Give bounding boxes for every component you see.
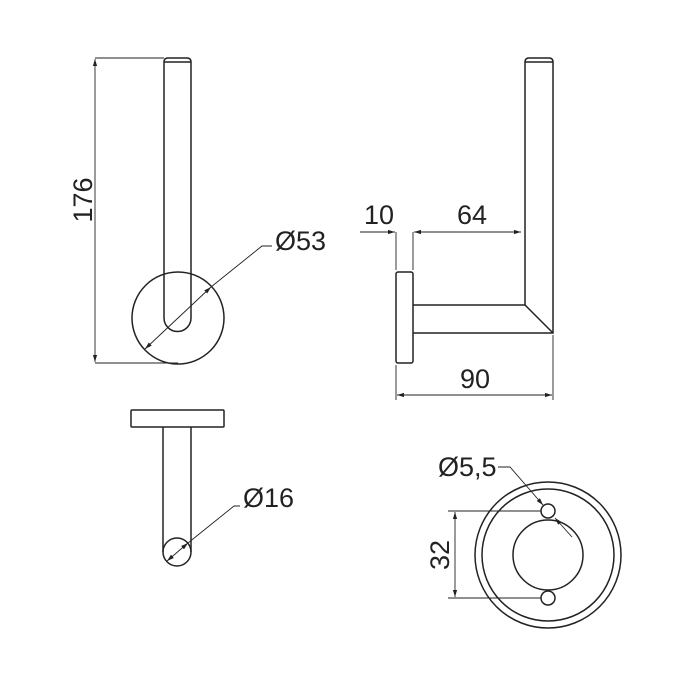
front-view: 176 Ø53 [68, 57, 326, 365]
screw-hole-bottom [540, 590, 556, 606]
arm-projection-label: 64 [457, 200, 487, 230]
wall-plate-top [130, 409, 225, 428]
plate-inner-circle [481, 488, 615, 622]
plate-diameter-dimension [144, 286, 212, 350]
wall-plate-side [395, 271, 414, 364]
arm-and-tube [413, 57, 554, 334]
hole-diameter-leader [498, 466, 544, 506]
total-depth-label: 90 [460, 364, 490, 394]
hole-spacing-label: 32 [425, 540, 455, 570]
side-view: 10 64 90 [360, 57, 554, 400]
plate-outer-circle [474, 481, 622, 629]
back-view: 32 Ø5,5 [425, 452, 622, 629]
screw-hole-top [540, 503, 556, 519]
vertical-tube [163, 57, 192, 333]
plate-diameter-label: Ø53 [275, 226, 326, 256]
hole-diameter-label: Ø5,5 [438, 452, 497, 482]
tube-section-circle [162, 537, 192, 567]
height-label: 176 [68, 177, 98, 222]
tube-diameter-dimension [166, 542, 189, 562]
wall-plate-circle [131, 271, 225, 365]
plate-thickness-label: 10 [364, 200, 394, 230]
top-view: Ø16 [130, 409, 294, 567]
center-opening [512, 519, 584, 591]
tube-diameter-label: Ø16 [243, 483, 294, 513]
